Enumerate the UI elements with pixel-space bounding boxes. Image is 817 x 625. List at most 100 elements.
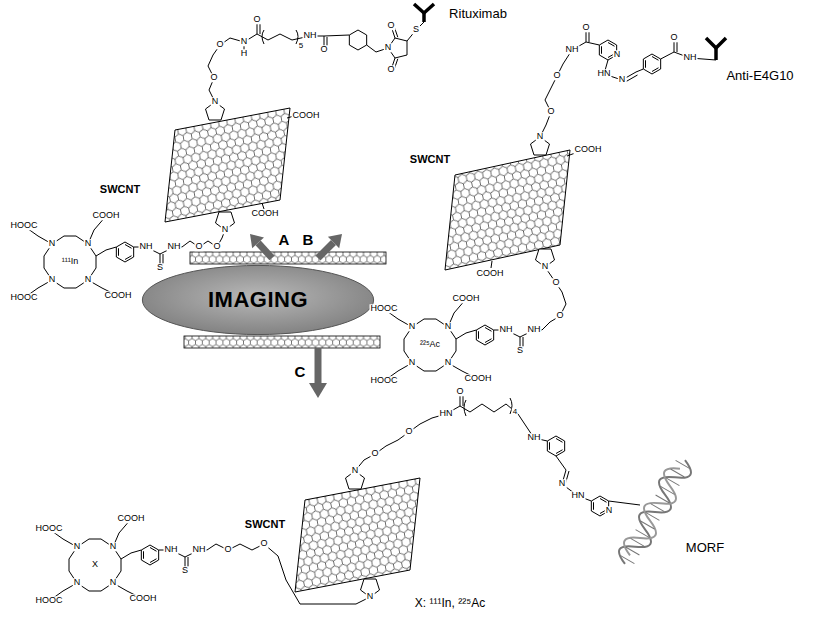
atom-label: O [455, 387, 464, 396]
atom-label: COOH [464, 374, 493, 383]
atom-label: NH [527, 325, 542, 334]
atom-label: O [223, 545, 232, 554]
atom-label: NH [192, 545, 207, 554]
atom-label: COOH [129, 594, 158, 603]
atom-label: NH [499, 325, 514, 334]
atom-label: O [215, 40, 224, 49]
atom-label: O [259, 539, 268, 548]
atom-label: NH [303, 31, 318, 40]
atom-label: COOH [292, 111, 321, 120]
step-letter: C [294, 364, 307, 380]
material-label: SWCNT [409, 154, 451, 166]
atom-label: COOH [574, 145, 603, 154]
conjugate-a [24, 4, 434, 298]
subscript-number: 4 [512, 408, 518, 416]
atom-label: N [613, 50, 622, 59]
atom-label: O [404, 427, 413, 436]
atom-label: N [240, 37, 249, 46]
atom-label: S [516, 346, 524, 355]
atom-label: S [156, 263, 164, 272]
atom-label: N [48, 239, 57, 248]
atom-label: NH [565, 45, 580, 54]
atom-label: N [558, 479, 567, 488]
atom-label: COOH [92, 211, 121, 220]
atom-label: N [444, 358, 453, 367]
atom-label: O [552, 71, 561, 80]
atom-label: O [551, 278, 560, 287]
atom-label: COOH [117, 514, 146, 523]
atom-label: N [84, 239, 93, 248]
atom-label: N [384, 43, 393, 52]
atom-label: HN [571, 491, 586, 500]
atom-label: HOOC [35, 596, 64, 605]
atom-label: O [555, 311, 564, 320]
molecule-name: Rituximab [448, 7, 508, 21]
conjugate-c [49, 392, 695, 604]
atom-label: HOOC [370, 376, 399, 385]
material-label: SWCNT [99, 184, 141, 196]
atom-label: HOOC [10, 221, 39, 230]
node-title: IMAGING [208, 287, 308, 313]
molecule-name: MORF [685, 541, 725, 555]
atom-label: O [319, 45, 328, 54]
atom-label: NH [164, 545, 179, 554]
atom-label: S [181, 566, 189, 575]
step-letter: B [302, 232, 315, 248]
atom-label: NH [139, 242, 154, 251]
material-label: SWCNT [244, 519, 286, 531]
atom-label: HOOC [370, 304, 399, 313]
atom-label: O [194, 242, 203, 251]
atom-label: N [408, 322, 417, 331]
atom-label: N [541, 262, 550, 271]
morf-helix [615, 454, 696, 570]
atom-label: O [546, 107, 555, 116]
atom-label: O [669, 33, 678, 42]
atom-label: HN [597, 69, 612, 78]
atom-label: NH [167, 242, 182, 251]
atom-label: O [386, 65, 395, 74]
atom-label: N [73, 542, 82, 551]
metal-label: ²²⁵Ac [419, 340, 441, 349]
atom-label: N [84, 275, 93, 284]
atom-label: N [351, 466, 360, 475]
atom-label: S [412, 25, 420, 34]
atom-label: N [444, 322, 453, 331]
atom-label: COOH [251, 209, 280, 218]
atom-label: O [209, 73, 218, 82]
conjugate-b [384, 28, 726, 381]
atom-label: N [109, 578, 118, 587]
atom-label: N [109, 542, 118, 551]
atom-label: N [73, 578, 82, 587]
subscript-number: 5 [298, 42, 304, 50]
atom-label: O [581, 23, 590, 32]
atom-label: HOOC [10, 293, 39, 302]
atom-label: O [212, 242, 221, 251]
atom-label: N [221, 225, 230, 234]
molecule-name: Anti-E4G10 [725, 69, 794, 83]
atom-label: O [252, 15, 261, 24]
ellipse-node: IMAGING [140, 264, 376, 336]
atom-label: COOH [104, 291, 133, 300]
metal-label: X [91, 560, 99, 569]
atom-label: N [536, 132, 545, 141]
atom-label: NH [527, 433, 542, 442]
atom-label: N [48, 275, 57, 284]
atom-label: N [605, 506, 614, 515]
atom-label: COOH [476, 269, 505, 278]
atom-label: N [211, 97, 220, 106]
metal-label: ¹¹¹In [61, 257, 80, 266]
atom-label: N [366, 592, 375, 601]
atom-label: NH [683, 53, 698, 62]
atom-label: COOH [452, 294, 481, 303]
isotope-note: X: ¹¹¹In, ²²⁵Ac [414, 597, 486, 610]
atom-label: N [618, 75, 627, 84]
atom-label: N [408, 358, 417, 367]
step-letter: A [278, 232, 291, 248]
atom-label: HN [439, 409, 454, 418]
atom-label: H [240, 49, 249, 58]
atom-label: HOOC [35, 524, 64, 533]
atom-label: O [370, 449, 379, 458]
atom-label: O [386, 21, 395, 30]
